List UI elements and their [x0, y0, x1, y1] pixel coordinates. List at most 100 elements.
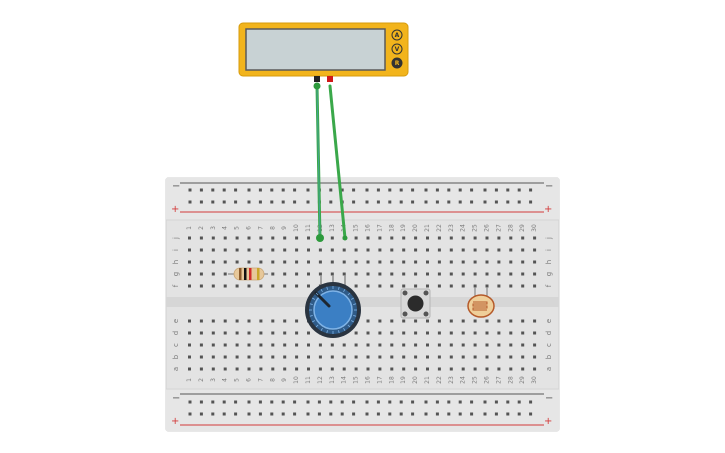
hole-i27[interactable]	[497, 248, 501, 252]
rail-hole[interactable]	[317, 400, 321, 404]
hole-f11[interactable]	[307, 284, 310, 288]
hole-a11[interactable]	[307, 367, 310, 371]
hole-a30[interactable]	[533, 367, 537, 371]
hole-d28[interactable]	[509, 331, 513, 335]
hole-a12[interactable]	[318, 367, 322, 371]
hole-i28[interactable]	[509, 248, 513, 252]
hole-c27[interactable]	[497, 343, 501, 347]
rail-hole[interactable]	[222, 400, 226, 404]
hole-j9[interactable]	[283, 236, 287, 240]
hole-c23[interactable]	[449, 343, 453, 347]
hole-h14[interactable]	[342, 260, 346, 264]
hole-d22[interactable]	[437, 331, 441, 335]
hole-g24[interactable]	[461, 272, 465, 276]
mode-button-r[interactable]	[391, 57, 403, 69]
hole-b3[interactable]	[211, 355, 215, 359]
hole-f20[interactable]	[414, 284, 418, 288]
rail-hole[interactable]	[506, 400, 510, 404]
rail-hole[interactable]	[483, 188, 487, 192]
rail-hole[interactable]	[388, 400, 392, 404]
hole-f29[interactable]	[521, 284, 525, 288]
hole-j8[interactable]	[271, 236, 275, 240]
hole-a20[interactable]	[414, 367, 418, 371]
hole-b9[interactable]	[283, 355, 287, 359]
hole-b12[interactable]	[318, 355, 322, 359]
hole-a10[interactable]	[295, 367, 299, 371]
rail-hole[interactable]	[529, 200, 533, 204]
hole-d29[interactable]	[521, 331, 525, 335]
hole-a22[interactable]	[437, 367, 441, 371]
hole-h18[interactable]	[390, 260, 394, 264]
hole-f1[interactable]	[188, 284, 191, 288]
rail-hole[interactable]	[234, 400, 238, 404]
hole-e25[interactable]	[473, 319, 477, 323]
rail-hole[interactable]	[447, 188, 451, 192]
hole-h28[interactable]	[509, 260, 513, 264]
rail-hole[interactable]	[293, 188, 297, 192]
rail-hole[interactable]	[376, 400, 380, 404]
hole-b15[interactable]	[354, 355, 358, 359]
hole-d19[interactable]	[402, 331, 406, 335]
rail-hole[interactable]	[247, 188, 251, 192]
hole-d2[interactable]	[199, 331, 203, 335]
hole-e22[interactable]	[437, 319, 441, 323]
rail-hole[interactable]	[517, 200, 521, 204]
probe-jack-black[interactable]	[314, 76, 320, 82]
hole-c15[interactable]	[354, 343, 358, 347]
hole-h27[interactable]	[497, 260, 501, 264]
hole-j1[interactable]	[188, 236, 191, 240]
hole-f5[interactable]	[235, 284, 239, 288]
hole-j11[interactable]	[307, 236, 310, 240]
hole-g4[interactable]	[223, 272, 227, 276]
hole-g21[interactable]	[426, 272, 429, 276]
rail-hole[interactable]	[494, 400, 498, 404]
hole-g12[interactable]	[318, 272, 322, 276]
hole-e3[interactable]	[211, 319, 215, 323]
rail-hole[interactable]	[306, 200, 310, 204]
probe-jack-red[interactable]	[327, 76, 333, 82]
hole-d24[interactable]	[461, 331, 465, 335]
hole-h3[interactable]	[211, 260, 215, 264]
hole-b30[interactable]	[533, 355, 537, 359]
hole-a19[interactable]	[402, 367, 406, 371]
hole-a23[interactable]	[449, 367, 453, 371]
hole-j7[interactable]	[259, 236, 263, 240]
pushbutton-cap[interactable]	[407, 295, 424, 312]
hole-g30[interactable]	[533, 272, 537, 276]
hole-a13[interactable]	[330, 367, 334, 371]
hole-e18[interactable]	[390, 319, 394, 323]
rail-hole[interactable]	[234, 412, 238, 416]
hole-a17[interactable]	[378, 367, 382, 371]
hole-c19[interactable]	[402, 343, 406, 347]
hole-j16[interactable]	[366, 236, 370, 240]
hole-f17[interactable]	[378, 284, 382, 288]
rail-hole[interactable]	[458, 400, 462, 404]
rail-hole[interactable]	[234, 188, 238, 192]
hole-f18[interactable]	[390, 284, 394, 288]
hole-e17[interactable]	[378, 319, 382, 323]
hole-c12[interactable]	[318, 343, 322, 347]
multimeter[interactable]: A V R	[238, 22, 409, 82]
hole-g27[interactable]	[497, 272, 501, 276]
hole-a28[interactable]	[509, 367, 513, 371]
hole-a9[interactable]	[283, 367, 287, 371]
rail-hole[interactable]	[258, 412, 262, 416]
rail-hole[interactable]	[494, 412, 498, 416]
rail-hole[interactable]	[258, 200, 262, 204]
hole-i7[interactable]	[259, 248, 263, 252]
hole-i18[interactable]	[390, 248, 394, 252]
hole-c5[interactable]	[235, 343, 239, 347]
hole-i1[interactable]	[188, 248, 191, 252]
rail-hole[interactable]	[365, 200, 369, 204]
hole-e20[interactable]	[414, 319, 418, 323]
breadboard[interactable]: − − + + − − + + 112233445566778899101011…	[165, 177, 560, 432]
rail-hole[interactable]	[329, 412, 333, 416]
hole-h16[interactable]	[366, 260, 370, 264]
rail-hole[interactable]	[352, 200, 356, 204]
rail-hole[interactable]	[399, 200, 403, 204]
hole-f28[interactable]	[509, 284, 513, 288]
hole-h6[interactable]	[247, 260, 251, 264]
rail-hole[interactable]	[281, 200, 285, 204]
hole-b22[interactable]	[437, 355, 441, 359]
rail-hole[interactable]	[424, 400, 428, 404]
